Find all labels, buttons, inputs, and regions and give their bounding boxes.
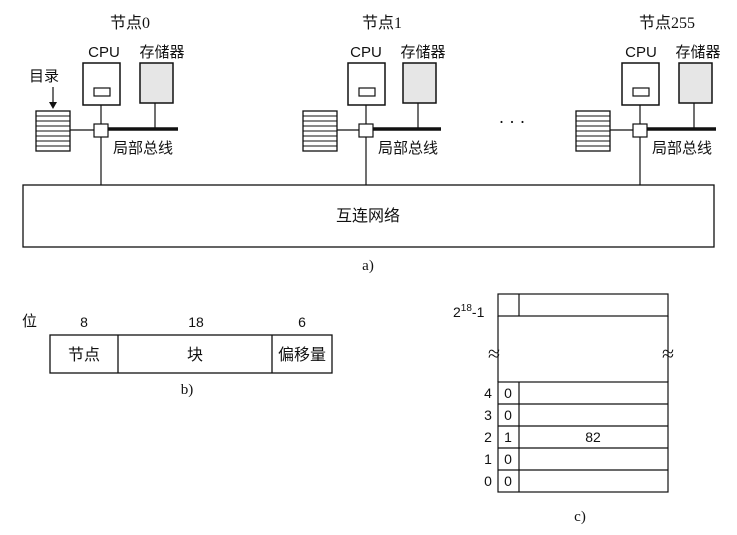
field-block-bits: 18 [188, 314, 204, 330]
node-1: 节点1 CPU 存储器 局部总线 [302, 14, 446, 185]
interconnect-network-box [22, 184, 715, 248]
node-255-cpu-label: CPU [625, 44, 657, 61]
interconnect-label: 互连网络 [336, 206, 400, 225]
node-255-directory-controller [632, 123, 648, 138]
node-0-bus-label: 局部总线 [113, 140, 173, 157]
node-255-memory-box [678, 62, 713, 104]
row-index: 1 [484, 451, 492, 467]
node-0-title: 节点0 [110, 14, 150, 32]
break-right-icon: ≈ [662, 341, 674, 366]
field-offset-bits: 6 [298, 314, 306, 330]
node-1-cpu-cache [358, 87, 376, 97]
figure-a: 节点0 CPU 存储器 目录 [22, 14, 721, 274]
row-index: 4 [484, 385, 492, 401]
figure-c: 218-1 ≈ ≈ 4 0 3 0 2 1 82 1 [453, 293, 674, 525]
directory-table: 4 0 3 0 2 1 82 1 0 0 0 [484, 381, 669, 493]
field-node-name: 节点 [68, 346, 100, 364]
row-index: 0 [484, 473, 492, 489]
caption-b: b) [181, 382, 194, 398]
node-0-cpu-label: CPU [88, 44, 120, 61]
node-1-directory-controller [358, 123, 374, 138]
directory-arrow-icon [49, 102, 57, 109]
node-0-directory-label: 目录 [29, 68, 59, 85]
node-1-title: 节点1 [362, 14, 402, 32]
nodes-ellipsis: · · · [499, 112, 526, 132]
caption-a: a) [362, 258, 374, 274]
node-255-directory-stack [575, 110, 611, 152]
node-0-cpu-cache [93, 87, 111, 97]
node-0-cpu-box [82, 62, 121, 106]
directory-top-entry [497, 293, 669, 317]
node-0-memory-box [139, 62, 174, 104]
node-255-bus-label: 局部总线 [652, 140, 712, 157]
node-1-directory-stack [302, 110, 338, 152]
caption-c: c) [574, 509, 586, 525]
node-0-directory-stack [35, 110, 71, 152]
bits-label: 位 [22, 313, 37, 330]
row-index: 2 [484, 429, 492, 445]
field-offset-name: 偏移量 [278, 346, 326, 364]
break-left-icon: ≈ [488, 341, 500, 366]
field-node-bits: 8 [80, 314, 88, 330]
node-1-memory-box [402, 62, 437, 104]
field-block-name: 块 [187, 346, 203, 364]
node-255-title: 节点255 [639, 14, 695, 32]
address-format-box [49, 334, 333, 374]
node-0-memory-label: 存储器 [139, 44, 184, 61]
node-1-memory-label: 存储器 [400, 44, 445, 61]
row-present-bit: 1 [504, 429, 512, 445]
row-present-bit: 0 [504, 451, 512, 467]
row-index: 3 [484, 407, 492, 423]
node-255-memory-label: 存储器 [675, 44, 720, 61]
node-255-cpu-cache [632, 87, 650, 97]
node-0: 节点0 CPU 存储器 目录 [29, 14, 185, 185]
row-node-value: 82 [585, 429, 601, 445]
node-0-directory-controller [93, 123, 109, 138]
figure-b: 位 8 18 6 节点 块 偏移量 b) [22, 313, 333, 398]
node-1-bus-label: 局部总线 [378, 140, 438, 157]
row-present-bit: 0 [504, 385, 512, 401]
top-entry-label: 218-1 [453, 303, 485, 320]
node-1-cpu-label: CPU [350, 44, 382, 61]
node-255: 节点255 CPU 存储器 局部总线 [575, 14, 721, 185]
node-1-cpu-box [347, 62, 386, 106]
row-present-bit: 0 [504, 473, 512, 489]
row-present-bit: 0 [504, 407, 512, 423]
node-255-cpu-box [621, 62, 660, 106]
